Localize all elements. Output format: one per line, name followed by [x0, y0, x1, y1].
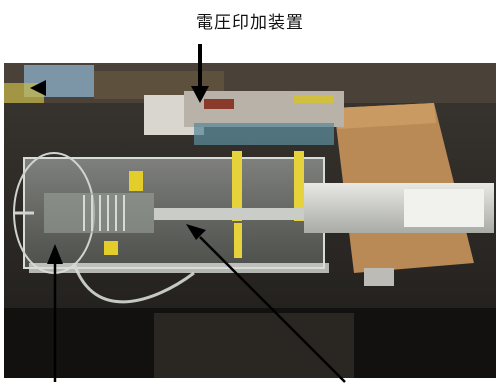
apparatus-photo-illustration [4, 63, 496, 378]
voltage-device-caption: 電圧印加装置 [196, 13, 304, 33]
apparatus-photo [4, 63, 496, 378]
